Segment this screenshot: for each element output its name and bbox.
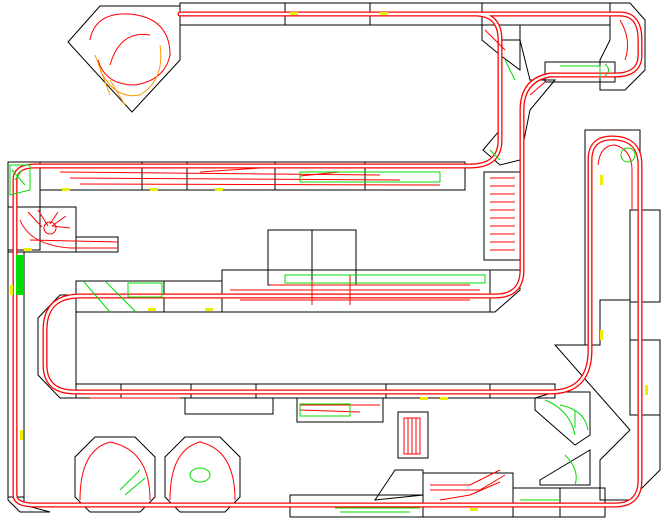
baseboard-top-left-corner xyxy=(67,5,181,113)
baseboard-right-staging xyxy=(629,209,661,303)
right-scene-pond xyxy=(620,147,636,163)
upper-corner-track xyxy=(484,29,546,96)
label-marker xyxy=(600,175,603,185)
label-marker xyxy=(150,188,158,191)
sidings xyxy=(19,13,633,501)
baseboard-lower-scene-2 xyxy=(296,397,384,423)
lower-scene-building xyxy=(299,403,351,417)
baseboard-lower-right-scene xyxy=(534,391,591,446)
baseboard-lower-right-scene-2 xyxy=(539,449,591,486)
baseboard-mid-top-5 xyxy=(364,161,466,191)
label-marker xyxy=(645,385,648,395)
top-left-hidden-track xyxy=(94,44,162,106)
baseboard-octagon-right xyxy=(164,436,241,513)
main-line-track xyxy=(12,11,643,508)
fiddle-yard-tracks xyxy=(430,469,506,501)
right-loop-inner xyxy=(597,144,633,210)
baseboard-octagon-left xyxy=(74,436,156,513)
turntable-tracks xyxy=(19,209,119,249)
baseboard-station-building-2 xyxy=(311,229,357,286)
baseboard-turntable xyxy=(7,206,77,253)
baseboard-station-building-1 xyxy=(267,229,313,286)
lower-sidings xyxy=(90,397,380,413)
baseboard-top-right-corner xyxy=(599,2,646,91)
label-marker xyxy=(205,308,213,311)
baseboard-yard-approach xyxy=(483,171,523,261)
octagon-left-loop xyxy=(79,441,151,501)
label-marker xyxy=(600,330,603,340)
label-marker xyxy=(470,508,478,511)
octagon-right-pond xyxy=(189,467,211,483)
baseboard-upper-corner xyxy=(481,24,521,71)
lower-right-scenery xyxy=(544,399,589,486)
top-right-inner-track xyxy=(619,19,629,61)
baseboard-turntable-ext xyxy=(75,236,119,253)
top-left-helix xyxy=(89,13,171,86)
top-scene-building xyxy=(299,171,441,183)
building-mid-1 xyxy=(127,282,163,298)
label-marker xyxy=(20,430,23,440)
octagon-left-scenery xyxy=(119,469,146,496)
turntable xyxy=(43,221,57,235)
station-sidings xyxy=(230,274,480,305)
bottom-scenery xyxy=(335,499,560,513)
baseboard-right-vertical xyxy=(629,339,661,416)
label-marker xyxy=(62,188,70,191)
label-marker xyxy=(290,12,298,15)
main-loop-track-inner xyxy=(13,12,642,507)
label-marker xyxy=(24,248,32,251)
road-mid-1 xyxy=(83,281,137,313)
label-markers xyxy=(10,12,648,511)
station-platform xyxy=(284,274,486,284)
yard-siding xyxy=(59,167,441,186)
scenery xyxy=(9,59,636,513)
baseboard-right-lower xyxy=(553,299,661,501)
lift-bridge-rails xyxy=(407,418,417,454)
trees-top-left-corner xyxy=(9,164,31,196)
top-right-scenery xyxy=(560,63,609,78)
baseboard-mid-right-corner xyxy=(489,269,521,313)
baseboard-lift-bridge xyxy=(397,411,429,459)
label-marker xyxy=(420,397,428,400)
baseboard-right-upper-link xyxy=(544,61,616,83)
main-loop-track xyxy=(12,11,643,508)
yard-ladder xyxy=(490,177,515,251)
label-marker xyxy=(10,285,13,295)
label-marker xyxy=(380,12,388,15)
baseboard-upper-vertical xyxy=(482,39,557,166)
platform-left xyxy=(16,255,24,295)
upper-vertical-scenery xyxy=(489,59,516,161)
label-marker xyxy=(440,397,448,400)
baseboard-bottom-left-corner xyxy=(7,496,51,513)
label-marker xyxy=(215,188,223,191)
baseboard-lower-scene-1 xyxy=(184,397,274,415)
label-marker xyxy=(148,308,156,311)
baseboard-bottom-left-diag xyxy=(373,469,424,501)
octagon-right-loop xyxy=(169,441,236,501)
